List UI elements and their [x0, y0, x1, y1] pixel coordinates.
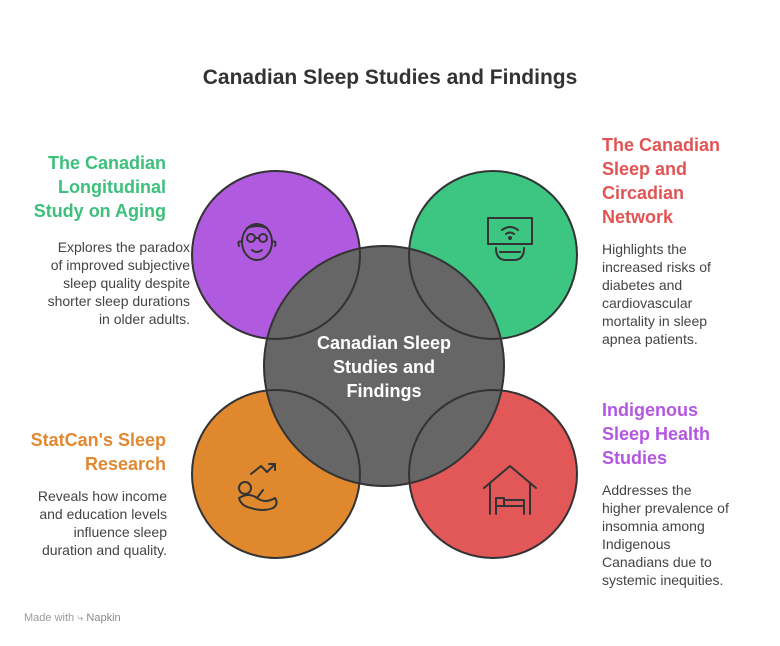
description-line: sleep quality despite [63, 275, 190, 291]
center-line-3: Findings [347, 381, 422, 401]
description-line: diabetes and [602, 277, 683, 293]
description-bottom-right: Addresses the higher prevalence of insom… [602, 481, 762, 589]
heading-line: Longitudinal [58, 177, 166, 197]
heading-line: The Canadian [47, 153, 166, 173]
description-line: Reveals how income [37, 488, 167, 504]
heading-bottom-left: StatCan's Sleep Research [12, 428, 166, 476]
description-line: apnea patients. [602, 331, 698, 347]
description-top-left: Explores the paradox of improved subject… [22, 238, 190, 328]
heading-line: Circadian [602, 183, 685, 203]
description-line: Indigenous [602, 536, 671, 552]
house-bed-icon [483, 465, 537, 515]
heading-top-left: The Canadian Longitudinal Study on Aging [12, 151, 166, 223]
description-bottom-left: Reveals how income and education levels … [22, 487, 167, 559]
description-line: cardiovascular [602, 295, 693, 311]
elderly-face-icon [237, 223, 277, 261]
description-line: insomnia among [602, 518, 705, 534]
footer: Made with ⤷ Napkin [24, 612, 121, 625]
description-line: shorter sleep durations [47, 293, 190, 309]
heading-line: Sleep Health [602, 424, 711, 444]
circle-bottom-left-outline [191, 389, 361, 559]
description-line: of improved subjective [50, 257, 190, 273]
heading-line: Indigenous [602, 400, 698, 420]
description-line: increased risks of [602, 259, 711, 275]
heading-line: Study on Aging [33, 201, 166, 221]
circle-top-right-outline [408, 170, 578, 340]
heading-line: The Canadian [602, 135, 721, 155]
description-line: Explores the paradox [57, 239, 190, 255]
heading-top-right: The Canadian Sleep and Circadian Network [602, 133, 752, 229]
napkin-logo-icon: ⤷ [77, 612, 87, 624]
circle-bottom-right-outline [408, 389, 578, 559]
heading-line: StatCan's Sleep [30, 430, 166, 450]
circle-top-left-outline [191, 170, 361, 340]
heading-line: Network [602, 207, 674, 227]
description-line: in older adults. [98, 311, 190, 327]
description-line: higher prevalence of [602, 500, 729, 516]
description-top-right: Highlights the increased risks of diabet… [602, 240, 752, 348]
description-line: duration and quality. [41, 542, 167, 558]
sleeping-person-trend-icon [238, 463, 278, 511]
description-line: systemic inequities. [602, 572, 724, 588]
description-line: influence sleep [73, 524, 167, 540]
page-title: Canadian Sleep Studies and Findings [202, 66, 578, 89]
cpap-mask-icon [487, 217, 533, 261]
circle-center [263, 245, 505, 487]
heading-line: Research [84, 454, 166, 474]
heading-bottom-right: Indigenous Sleep Health Studies [602, 398, 762, 470]
description-line: Addresses the [602, 482, 692, 498]
heading-line: Studies [602, 448, 668, 468]
center-line-2: Studies and [333, 357, 435, 377]
description-line: mortality in sleep [602, 313, 708, 329]
heading-line: Sleep and [602, 159, 688, 179]
footer-brand[interactable]: Napkin [86, 612, 121, 624]
description-line: Canadians due to [602, 554, 712, 570]
description-line: and education levels [39, 506, 167, 522]
footer-made-with: Made with [24, 612, 75, 624]
description-line: Highlights the [602, 241, 687, 257]
center-line-1: Canadian Sleep [317, 333, 451, 353]
